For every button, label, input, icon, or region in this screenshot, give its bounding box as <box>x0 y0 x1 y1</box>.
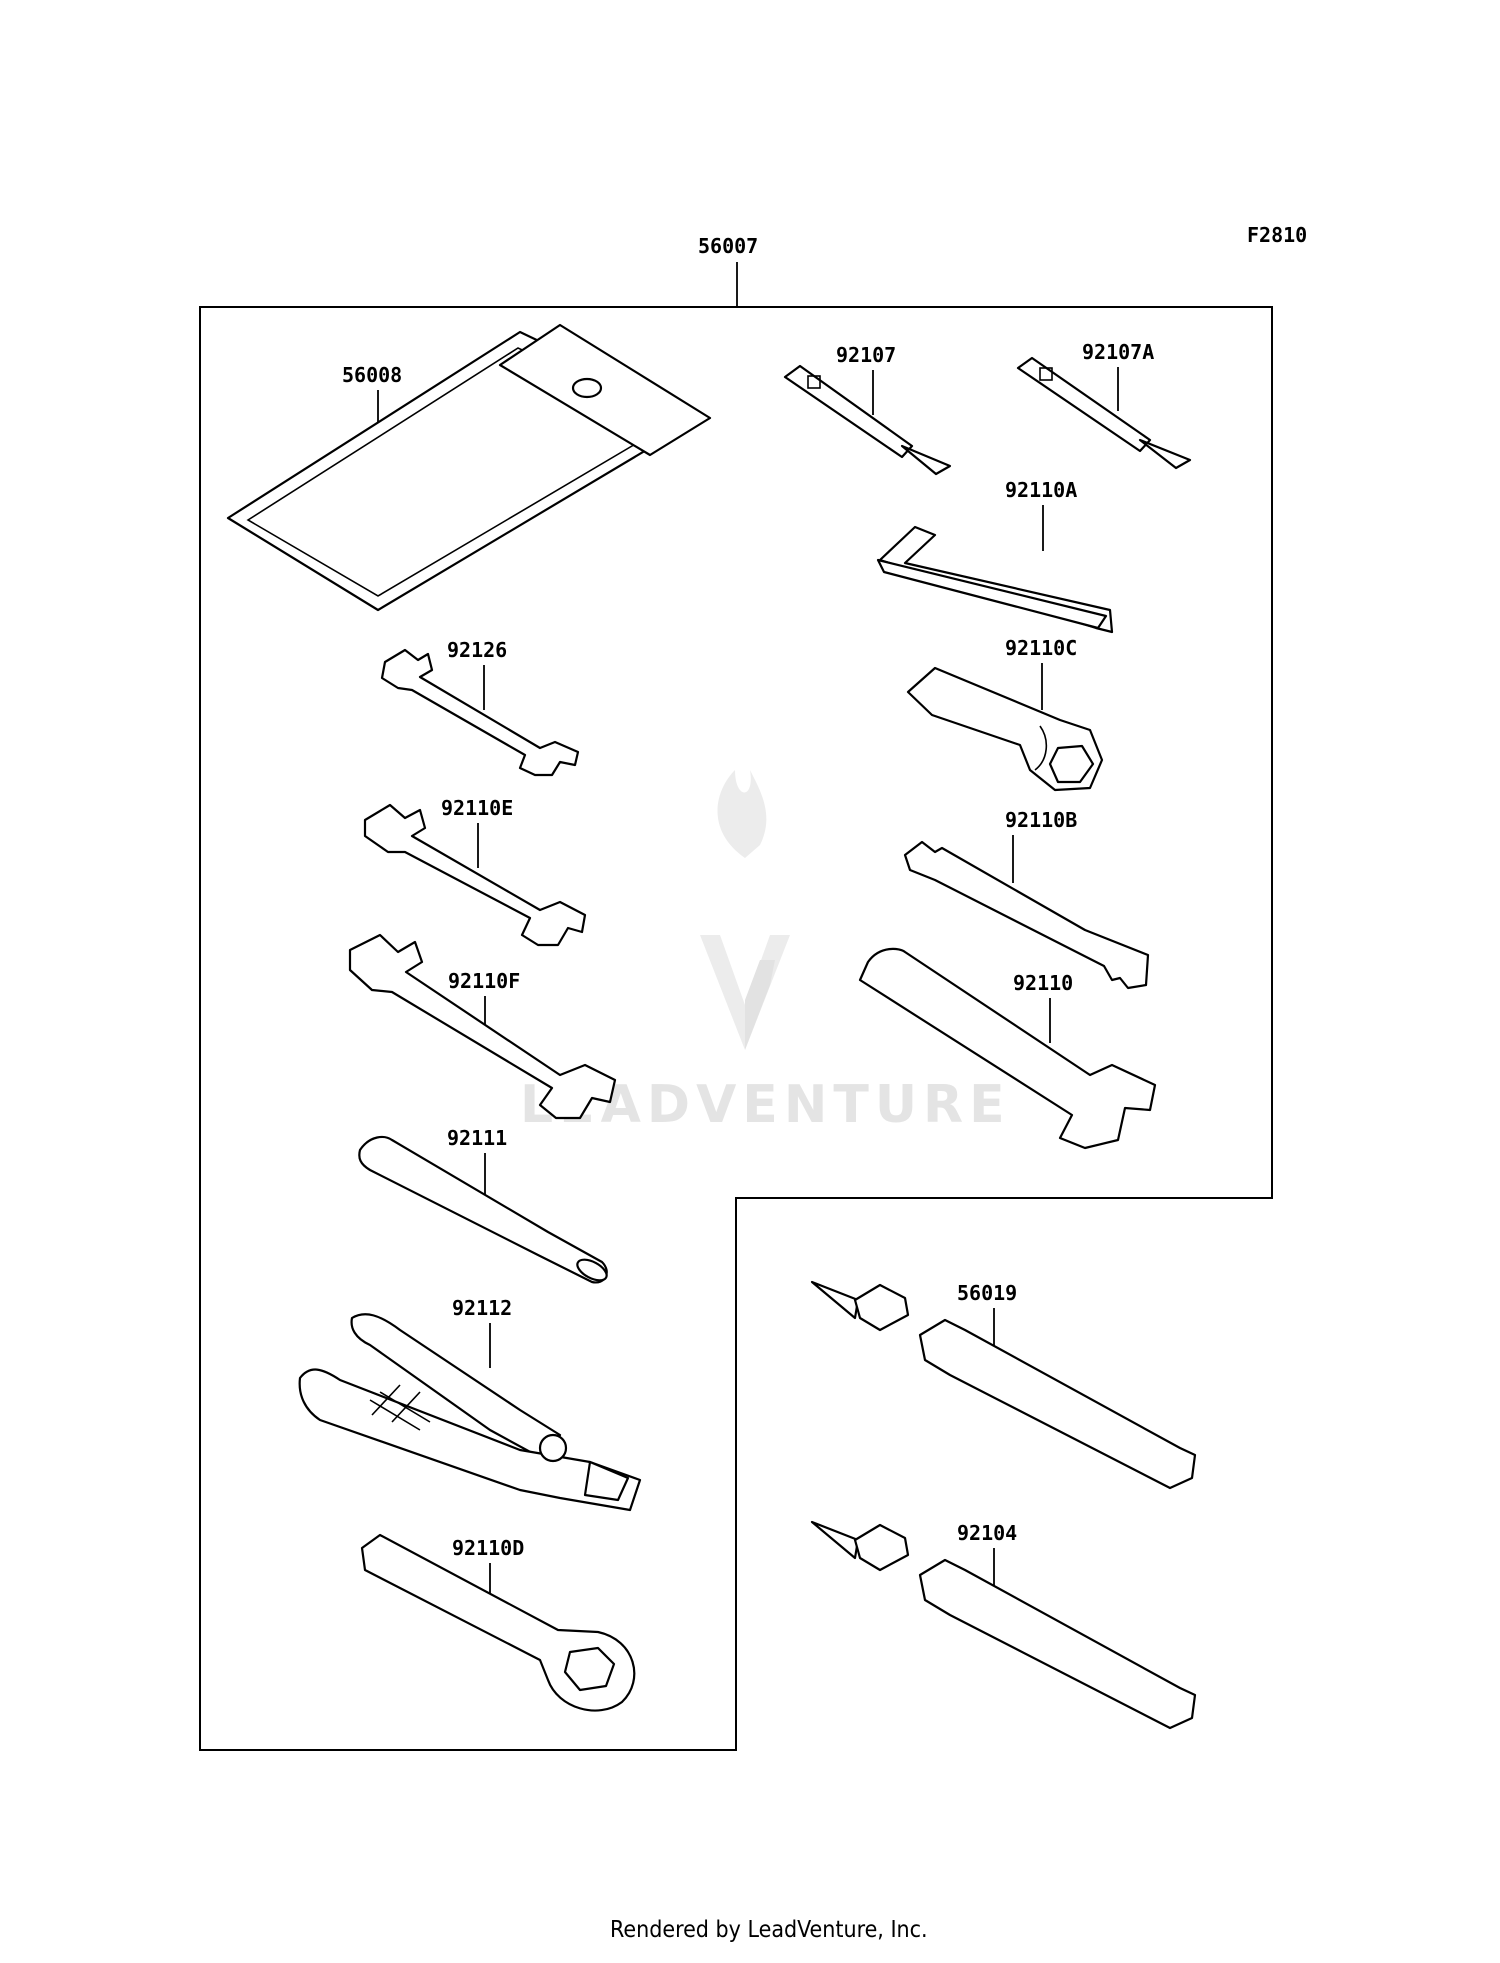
bit-shaft <box>1016 356 1152 453</box>
label-56007[interactable]: 56007 <box>698 234 758 258</box>
bit-shaft <box>783 364 914 459</box>
tube-body <box>918 1558 1197 1730</box>
socket-wrench-92110C[interactable]: 92110C <box>906 636 1104 792</box>
bit-collar <box>807 375 821 389</box>
wrench-hex-opening <box>563 1646 616 1692</box>
spanner-body <box>903 840 1150 990</box>
open-end-wrench-92110E[interactable]: 92110E <box>363 796 587 947</box>
label-92111[interactable]: 92111 <box>447 1126 507 1150</box>
screwdriver-bit-92107[interactable]: 92107 <box>783 343 952 476</box>
label-92110B[interactable]: 92110B <box>1005 808 1077 832</box>
socket-joint <box>1034 725 1048 771</box>
label-92110D[interactable]: 92110D <box>452 1536 524 1560</box>
tube-nozzle <box>810 1280 860 1320</box>
bag-snap <box>571 377 603 399</box>
open-end-wrench-92110[interactable]: 92110 <box>858 947 1157 1150</box>
pliers-jaw <box>583 1460 630 1502</box>
box-end-wrench-92110D[interactable]: 92110D <box>360 1533 636 1712</box>
label-92110E[interactable]: 92110E <box>441 796 513 820</box>
pliers-lower-handle <box>298 1368 642 1512</box>
tube-cap <box>853 1523 910 1572</box>
label-92104[interactable]: 92104 <box>957 1521 1017 1545</box>
label-92110A[interactable]: 92110A <box>1005 478 1077 502</box>
bit-collar <box>1039 367 1053 381</box>
bit-tip <box>900 444 952 476</box>
label-92107[interactable]: 92107 <box>836 343 896 367</box>
footer-credit: Rendered by LeadVenture, Inc. <box>610 1917 928 1943</box>
wrench-body <box>380 648 580 777</box>
tube-body <box>918 1318 1197 1490</box>
grease-tube-56019[interactable]: 56019 <box>810 1280 1197 1490</box>
open-end-wrench-92110F[interactable]: 92110F <box>348 933 617 1120</box>
handle-body <box>358 1135 608 1284</box>
label-92110C[interactable]: 92110C <box>1005 636 1077 660</box>
label-56008[interactable]: 56008 <box>342 363 402 387</box>
label-92107A[interactable]: 92107A <box>1082 340 1154 364</box>
screwdriver-bit-92107A[interactable]: 92107A <box>1016 340 1192 470</box>
pliers-pivot <box>538 1433 568 1463</box>
pliers-92112[interactable]: 92112 <box>298 1296 642 1512</box>
hex-key-92110A[interactable]: 92110A <box>876 478 1114 634</box>
label-92126[interactable]: 92126 <box>447 638 507 662</box>
bit-tip <box>1138 438 1192 470</box>
hex-key-side <box>876 558 1108 630</box>
figure-code: F2810 <box>1247 223 1307 247</box>
bag-flap <box>498 323 712 457</box>
wrench-body <box>363 803 587 947</box>
wrench-body <box>858 947 1157 1150</box>
label-92110F[interactable]: 92110F <box>448 969 520 993</box>
label-92110[interactable]: 92110 <box>1013 971 1073 995</box>
tube-cap <box>853 1283 910 1332</box>
pliers-grip-pattern <box>369 1384 431 1431</box>
label-92112[interactable]: 92112 <box>452 1296 512 1320</box>
tool-bag-56008[interactable]: 56008 <box>226 323 712 612</box>
grease-tube-92104[interactable]: 92104 <box>810 1520 1197 1730</box>
handle-end <box>576 1258 608 1282</box>
label-56019[interactable]: 56019 <box>957 1281 1017 1305</box>
spanner-92110B[interactable]: 92110B <box>903 808 1150 990</box>
open-end-wrench-92126[interactable]: 92126 <box>380 638 580 777</box>
kit-frame <box>199 306 1273 1751</box>
wrench-body <box>348 933 617 1120</box>
socket-hex-opening <box>1048 744 1095 784</box>
screwdriver-handle-92111[interactable]: 92111 <box>358 1126 610 1285</box>
tube-nozzle <box>810 1520 860 1560</box>
